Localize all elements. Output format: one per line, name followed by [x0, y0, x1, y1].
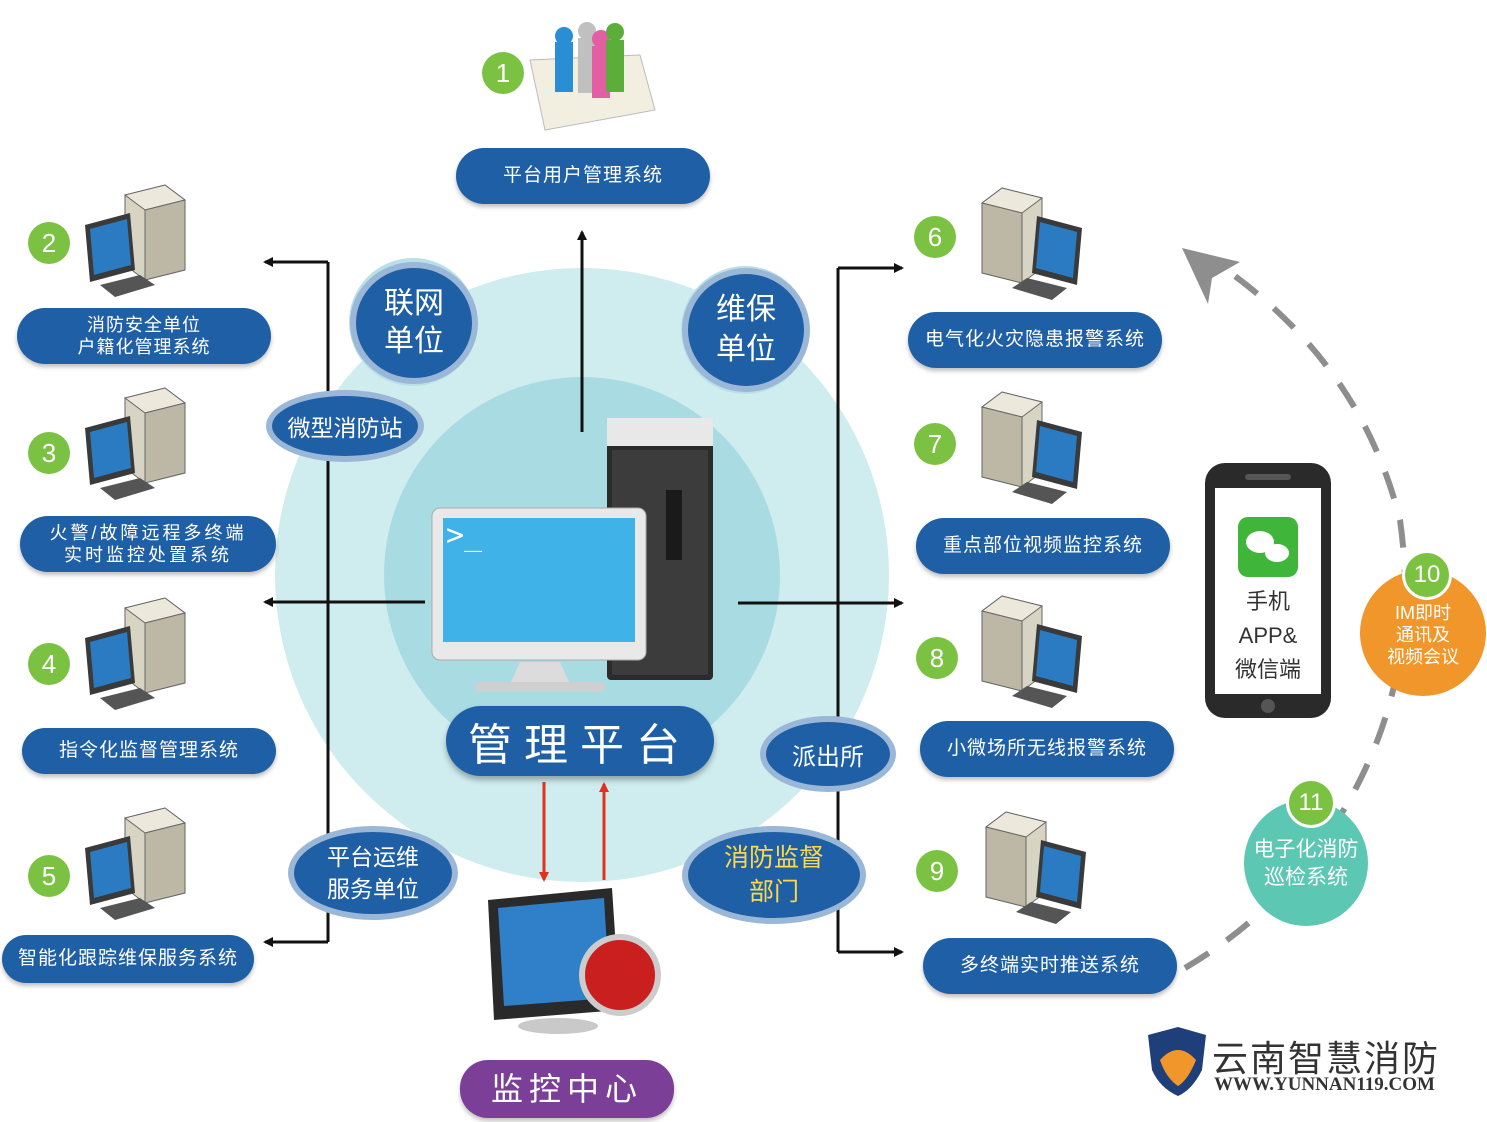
step-badge-10: 10 — [1402, 550, 1452, 600]
arc-arrowhead — [1182, 248, 1240, 304]
phone-icon — [1205, 463, 1331, 718]
unit-micro-fire-station: 微型消防站 — [266, 390, 424, 462]
step-badge-2: 2 — [28, 222, 70, 264]
system-wireless-alarm[interactable]: 小微场所无线报警系统 — [920, 721, 1174, 777]
system-user-management[interactable]: 平台用户管理系统 — [456, 148, 710, 204]
patrol-label: 电子化消防 巡检系统 — [1253, 838, 1359, 889]
system-electrical-fire-alarm[interactable]: 电气化火灾隐患报警系统 — [908, 312, 1162, 368]
logo-title: 云南智慧消防 — [1212, 1039, 1441, 1080]
step-badge-1: 1 — [482, 52, 524, 94]
step-badge-8: 8 — [916, 637, 958, 679]
system-command-supervision[interactable]: 指令化监督管理系统 — [22, 728, 276, 774]
computer-icon — [985, 811, 1087, 925]
step-badge-4: 4 — [28, 643, 70, 685]
unit-fire-supervision: 消防监督 部门 — [682, 826, 866, 924]
computer-icon — [84, 807, 186, 921]
system-remote-alarm-monitoring[interactable]: 火警/故障远程多终端 实时监控处置系统 — [20, 516, 276, 572]
center-monitor-icon — [431, 507, 647, 692]
unit-networked: 联网 单位 — [350, 262, 478, 384]
logo-shield-icon — [1148, 1027, 1206, 1096]
logo-url: WWW.YUNNAN119.COM — [1214, 1074, 1435, 1095]
computer-icon — [981, 187, 1083, 301]
step-badge-5: 5 — [28, 855, 70, 897]
system-multi-terminal-push[interactable]: 多终端实时推送系统 — [923, 938, 1177, 994]
monitor-center-icon — [488, 888, 661, 1034]
im-video-label: IM即时 通讯及 视频会议 — [1387, 603, 1459, 667]
step-badge-3: 3 — [28, 432, 70, 474]
computer-icon — [84, 387, 186, 501]
system-maintenance-tracking[interactable]: 智能化跟踪维保服务系统 — [2, 935, 254, 983]
unit-platform-operations: 平台运维 服务单位 — [288, 826, 458, 920]
computer-icon — [84, 597, 186, 711]
step-badge-11: 11 — [1286, 778, 1336, 828]
computer-icon — [981, 391, 1083, 505]
unit-maintenance: 维保 单位 — [682, 268, 810, 392]
monitor-center-label[interactable]: 监控中心 — [460, 1060, 674, 1118]
system-video-monitoring[interactable]: 重点部位视频监控系统 — [916, 518, 1170, 574]
center-platform-label: 管理平台 — [446, 706, 714, 776]
step-badge-9: 9 — [916, 850, 958, 892]
terminal-prompt: >_ — [446, 518, 483, 553]
unit-police-station: 派出所 — [760, 716, 896, 792]
computer-icon — [84, 184, 186, 298]
system-household-registration[interactable]: 消防安全单位 户籍化管理系统 — [17, 308, 271, 364]
step-badge-7: 7 — [914, 423, 956, 465]
computer-icon — [981, 595, 1083, 709]
phone-app-label: 手机 APP& 微信端 — [1234, 589, 1301, 682]
users-icon — [529, 22, 656, 131]
step-badge-6: 6 — [914, 216, 956, 258]
